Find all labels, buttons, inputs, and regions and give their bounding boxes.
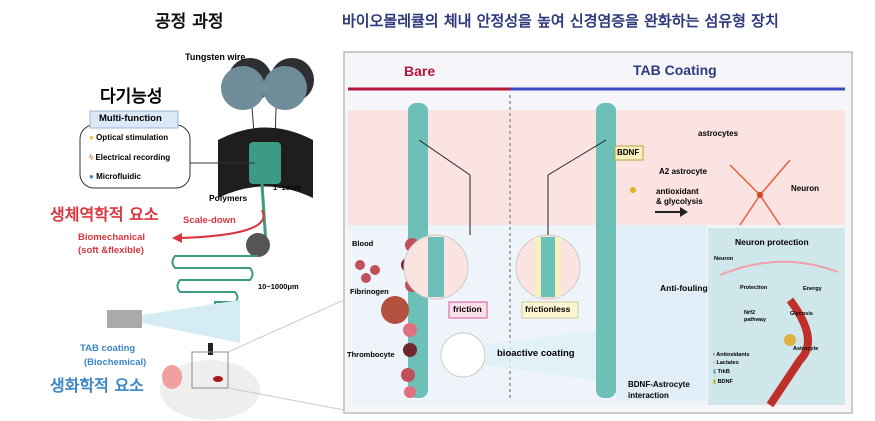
spray-cone: [142, 300, 240, 343]
tab-coating-label: TAB coating: [80, 343, 136, 354]
biochemical-kr-label: 생화학적 요소: [50, 376, 144, 395]
size-cm-label: 1~10cm: [273, 183, 301, 192]
mouse: [160, 360, 260, 420]
neuron-graphic: [729, 159, 791, 226]
multifunction-label: Multi-function: [99, 113, 162, 124]
np-energy-label: Energy: [803, 286, 822, 292]
legend-item: ▮ BDNF: [713, 379, 733, 385]
tungsten-wire-label: Tungsten wire: [185, 52, 246, 62]
bare-heading: Bare: [404, 63, 436, 79]
biochemical-label: (Biochemical): [84, 357, 147, 368]
np-protection-label: Protection: [740, 285, 768, 291]
antioxidant-label: antioxidant: [656, 187, 699, 196]
friction-label: friction: [453, 304, 482, 314]
glycolysis-label: & glycolysis: [656, 197, 703, 206]
coated-fiber: [596, 103, 616, 398]
biomechanical-kr-label: 생체역학적 요소: [50, 205, 159, 224]
tab-coating-heading: TAB Coating: [633, 62, 717, 78]
function-item: ● Microfluidic: [89, 172, 141, 181]
frictionless-label: frictionless: [525, 304, 571, 314]
main-title: 바이오몰레큘의 체내 안정성을 높여 신경염증을 완화하는 섬유형 장치: [342, 12, 779, 30]
interaction-label: interaction: [628, 391, 669, 400]
anti-fouling-label: Anti-fouling: [660, 283, 708, 293]
fibrinogen-label: Fibrinogen: [350, 287, 389, 296]
bioactive-coating-label: bioactive coating: [497, 348, 575, 359]
np-nrf2-label: Nrf2: [744, 310, 756, 316]
neuron-label: Neuron: [791, 184, 819, 193]
lightning-icon: ϟ: [89, 153, 94, 162]
legend-item: • Antioxidants: [713, 352, 750, 358]
astrocyte-graphic: [784, 334, 796, 346]
bioactive-circle: [440, 332, 486, 378]
lightbulb-icon: ●: [89, 133, 94, 142]
size-um-label: 10~1000μm: [258, 282, 299, 291]
a2-astrocyte-label: A2 astrocyte: [659, 167, 708, 176]
np-glycosis-label: Glycosis: [790, 311, 813, 317]
bdnf-label: BDNF: [617, 148, 640, 157]
droplet-icon: ●: [89, 172, 94, 181]
biomechanical-label: Biomechanical: [78, 232, 146, 243]
neuron-protection-panel: [708, 228, 845, 405]
collector-spool: [246, 233, 270, 257]
polymers-label: Polymers: [209, 193, 248, 203]
process-title: 공정 과정: [155, 12, 224, 32]
thrombocyte-label: Thrombocyte: [347, 350, 395, 359]
blood-label: Blood: [352, 239, 374, 248]
legend-item: ▮ TrkB: [713, 369, 730, 375]
polymer-cylinder: [249, 142, 281, 184]
bdnf-astrocyte-label: BDNF-Astrocyte: [628, 380, 690, 389]
function-item: ϟ Electrical recording: [89, 153, 171, 162]
scale-down-label: Scale-down: [183, 215, 236, 226]
np-neuron-label: Neuron: [714, 256, 734, 262]
soft-flexible-label: (soft &flexible): [78, 245, 144, 256]
spray-nozzle: [107, 310, 142, 328]
function-item: ● Optical stimulation: [89, 133, 169, 142]
np-pathway-label: pathway: [744, 317, 767, 323]
tungsten-spools: [221, 58, 314, 146]
serpentine-fiber: [171, 255, 258, 320]
multifunction-kr-label: 다기능성: [100, 87, 163, 107]
legend-item: • Lactates: [713, 360, 739, 366]
neuron-protection-title: Neuron protection: [735, 237, 809, 247]
astrocytes-label: astrocytes: [698, 129, 739, 138]
np-astrocyte-label: Astrocyte: [793, 346, 819, 352]
